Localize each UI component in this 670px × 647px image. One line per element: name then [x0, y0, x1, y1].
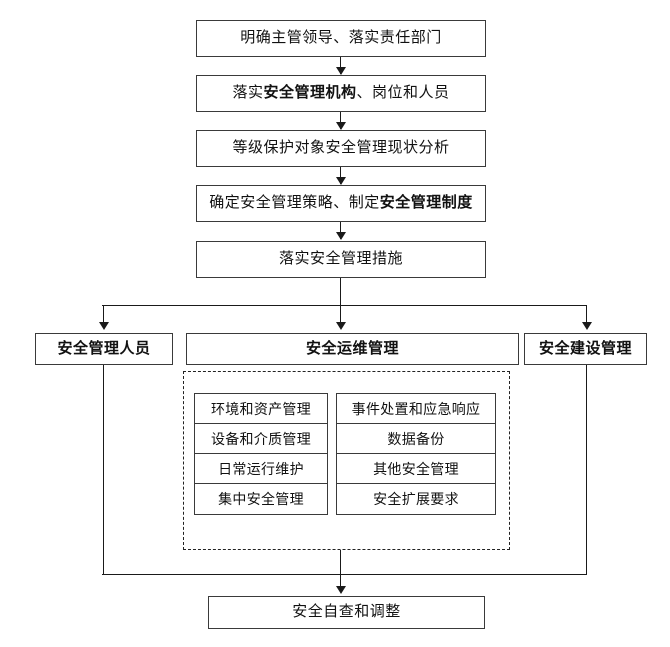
sub-item-security-extension-requirements[interactable]: 安全扩展要求: [373, 493, 459, 508]
process-box-step-2[interactable]: 落实安全管理机构、岗位和人员: [196, 75, 486, 112]
sub-item-environment-asset-management[interactable]: 环境和资产管理: [195, 394, 327, 424]
sub-column-right: 事件处置和应急响应 数据备份 其他安全管理 安全扩展要求: [336, 393, 496, 515]
sub-item-daily-operation-maintenance[interactable]: 日常运行维护: [195, 454, 327, 484]
step-4-bold: 安全管理制度: [379, 195, 473, 212]
sub-column-left: 环境和资产管理 设备和介质管理 日常运行维护 集中安全管理: [194, 393, 328, 515]
arrow-branch-left: [99, 322, 109, 330]
sub-item-data-backup[interactable]: 数据备份: [337, 424, 495, 454]
branch-mid-label: 安全运维管理: [305, 340, 399, 357]
process-box-step-3[interactable]: 等级保护对象安全管理现状分析: [196, 130, 486, 167]
connector-split-right: [586, 305, 587, 325]
step-2-lead: 落实: [232, 85, 264, 102]
step-2-bold: 安全管理机构: [263, 85, 357, 102]
connector-merge-mid: [340, 550, 341, 575]
connector-merge-final: [340, 574, 341, 592]
arrow-4-5: [336, 232, 346, 240]
arrow-branch-right: [582, 322, 592, 330]
arrow-bottom: [336, 586, 346, 594]
process-box-step-1[interactable]: 明确主管领导、落实责任部门: [196, 20, 486, 57]
step-1-label: 明确主管领导、落实责任部门: [240, 30, 442, 47]
process-box-step-5[interactable]: 落实安全管理措施: [196, 241, 486, 278]
arrow-3-4: [336, 177, 346, 185]
step-4-lead: 确定安全管理策略、制定: [209, 195, 380, 212]
bottom-box-label: 安全自查和调整: [292, 604, 401, 621]
arrow-branch-mid: [336, 322, 346, 330]
branch-left-label: 安全管理人员: [57, 340, 151, 357]
step-3-label: 等级保护对象安全管理现状分析: [232, 140, 450, 157]
connector-4-5: [340, 222, 341, 239]
connector-2-3: [340, 112, 341, 129]
branch-box-security-management-personnel[interactable]: 安全管理人员: [35, 333, 173, 365]
connector-split-bar: [102, 305, 587, 306]
sub-item-equipment-media-management[interactable]: 设备和介质管理: [195, 424, 327, 454]
step-5-label: 落实安全管理措施: [278, 251, 403, 268]
sub-item-incident-handling-emergency-response[interactable]: 事件处置和应急响应: [337, 394, 495, 424]
process-box-security-self-inspection[interactable]: 安全自查和调整: [208, 596, 485, 629]
sub-item-centralized-security-management[interactable]: 集中安全管理: [218, 493, 304, 508]
branch-box-security-construction-management[interactable]: 安全建设管理: [524, 333, 647, 365]
branch-box-security-operations-management[interactable]: 安全运维管理: [186, 333, 519, 365]
dashed-group-container: [183, 371, 510, 550]
connector-merge-bar: [102, 574, 587, 575]
process-box-step-4[interactable]: 确定安全管理策略、制定安全管理制度: [196, 185, 486, 222]
connector-merge-right: [586, 365, 587, 575]
connector-split-stem: [340, 278, 341, 306]
arrow-2-3: [336, 122, 346, 130]
branch-right-label: 安全建设管理: [538, 340, 632, 357]
connector-merge-left: [103, 365, 104, 575]
connector-split-mid: [340, 305, 341, 325]
sub-item-other-security-management[interactable]: 其他安全管理: [337, 454, 495, 484]
connector-split-left: [103, 305, 104, 325]
step-2-tail: 、岗位和人员: [356, 85, 450, 102]
connector-3-4: [340, 167, 341, 184]
arrow-1-2: [336, 67, 346, 75]
connector-1-2: [340, 57, 341, 74]
